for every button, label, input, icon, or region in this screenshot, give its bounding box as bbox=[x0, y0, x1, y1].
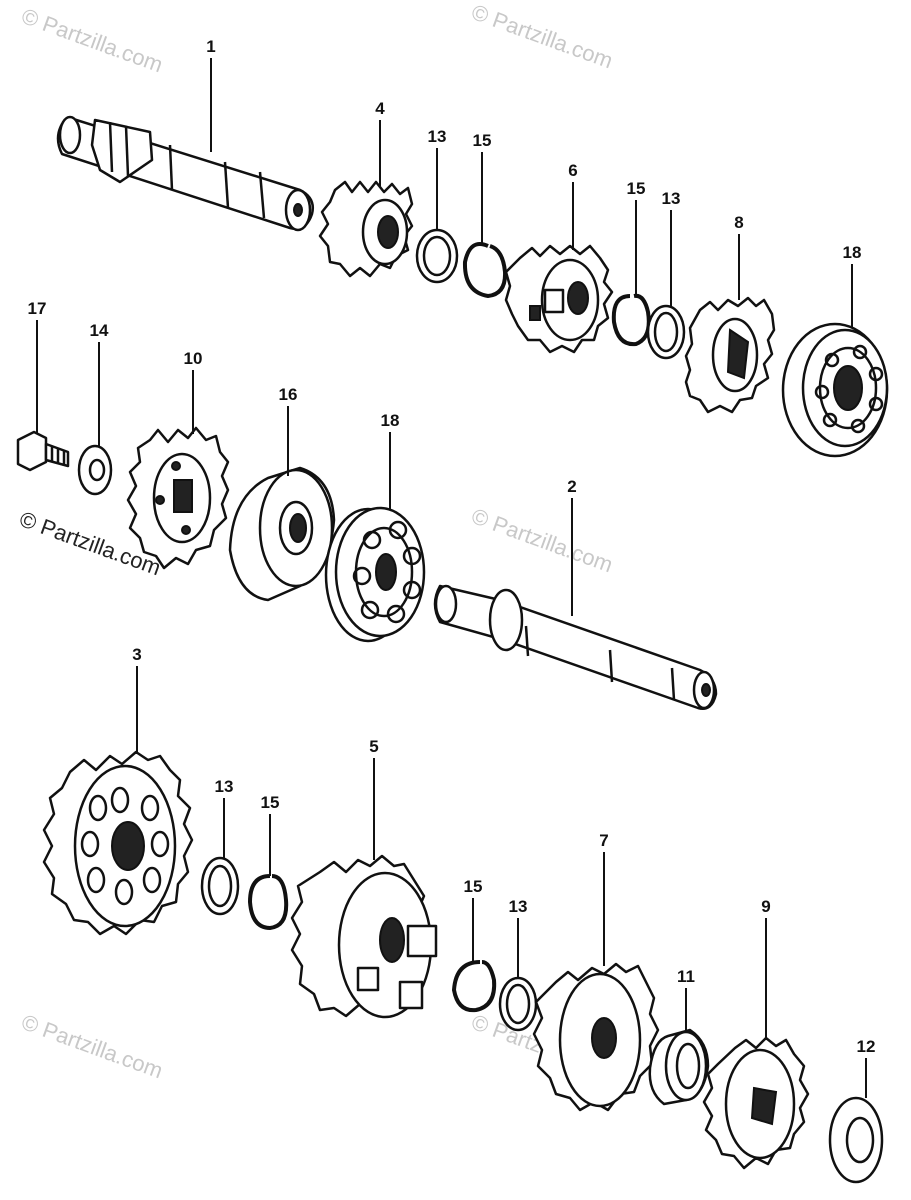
callout-13: 13 bbox=[215, 777, 234, 796]
part-ball-bearing[interactable] bbox=[324, 506, 426, 643]
callout-3: 3 bbox=[132, 645, 141, 664]
part-countershaft[interactable] bbox=[433, 584, 718, 710]
callout-17: 17 bbox=[28, 299, 47, 318]
leader-lines bbox=[36, 58, 867, 1098]
part-circlip[interactable] bbox=[611, 293, 651, 347]
part-mainshaft[interactable] bbox=[56, 115, 314, 232]
callout-8: 8 bbox=[734, 213, 743, 232]
callout-labels: 1 2 3 4 5 6 7 8 9 10 11 12 13 13 13 13 1… bbox=[28, 37, 876, 1056]
part-splined-washer[interactable] bbox=[646, 304, 686, 360]
callout-13: 13 bbox=[662, 189, 681, 208]
callout-15: 15 bbox=[473, 131, 492, 150]
callout-14: 14 bbox=[90, 321, 109, 340]
part-mainshaft-gear-small[interactable] bbox=[318, 180, 414, 278]
callout-6: 6 bbox=[568, 161, 577, 180]
callout-15: 15 bbox=[261, 793, 280, 812]
part-splined-washer[interactable] bbox=[498, 976, 538, 1032]
part-splined-washer[interactable] bbox=[200, 856, 240, 916]
watermark: © Partzilla.com bbox=[468, 0, 616, 73]
callout-13: 13 bbox=[509, 897, 528, 916]
part-splined-washer[interactable] bbox=[415, 228, 459, 284]
callout-10: 10 bbox=[184, 349, 203, 368]
callout-18: 18 bbox=[381, 411, 400, 430]
watermark: © Partzilla.com bbox=[468, 503, 616, 577]
callout-4: 4 bbox=[375, 99, 385, 118]
part-drive-sprocket[interactable] bbox=[126, 426, 230, 570]
part-thrust-washer[interactable] bbox=[828, 1096, 884, 1184]
callout-1: 1 bbox=[206, 37, 215, 56]
callout-12: 12 bbox=[857, 1037, 876, 1056]
part-circlip[interactable] bbox=[452, 960, 497, 1013]
watermark: © Partzilla.com bbox=[18, 3, 166, 77]
callout-15: 15 bbox=[627, 179, 646, 198]
callout-18: 18 bbox=[843, 243, 862, 262]
part-countershaft-gear[interactable] bbox=[532, 962, 660, 1112]
watermark: © Partzilla.com bbox=[18, 1009, 166, 1083]
part-countershaft-gear-dog[interactable] bbox=[290, 854, 438, 1019]
part-bolt[interactable] bbox=[16, 430, 70, 472]
part-circlip[interactable] bbox=[462, 242, 508, 298]
part-ball-bearing[interactable] bbox=[781, 322, 889, 458]
part-oil-seal[interactable] bbox=[228, 466, 336, 602]
callout-7: 7 bbox=[599, 831, 608, 850]
part-mainshaft-gear-dog[interactable] bbox=[504, 244, 614, 354]
part-countershaft-gear-small[interactable] bbox=[702, 1036, 810, 1170]
part-bushing[interactable] bbox=[648, 1028, 710, 1106]
callout-5: 5 bbox=[369, 737, 378, 756]
part-mainshaft-gear[interactable] bbox=[684, 296, 776, 414]
callout-15: 15 bbox=[464, 877, 483, 896]
callout-11: 11 bbox=[677, 967, 695, 986]
part-countershaft-gear-large[interactable] bbox=[42, 750, 194, 936]
callout-13: 13 bbox=[428, 127, 447, 146]
part-circlip[interactable] bbox=[248, 874, 289, 930]
callout-9: 9 bbox=[761, 897, 770, 916]
callout-2: 2 bbox=[567, 477, 576, 496]
part-plain-washer[interactable] bbox=[77, 444, 113, 496]
callout-16: 16 bbox=[279, 385, 298, 404]
